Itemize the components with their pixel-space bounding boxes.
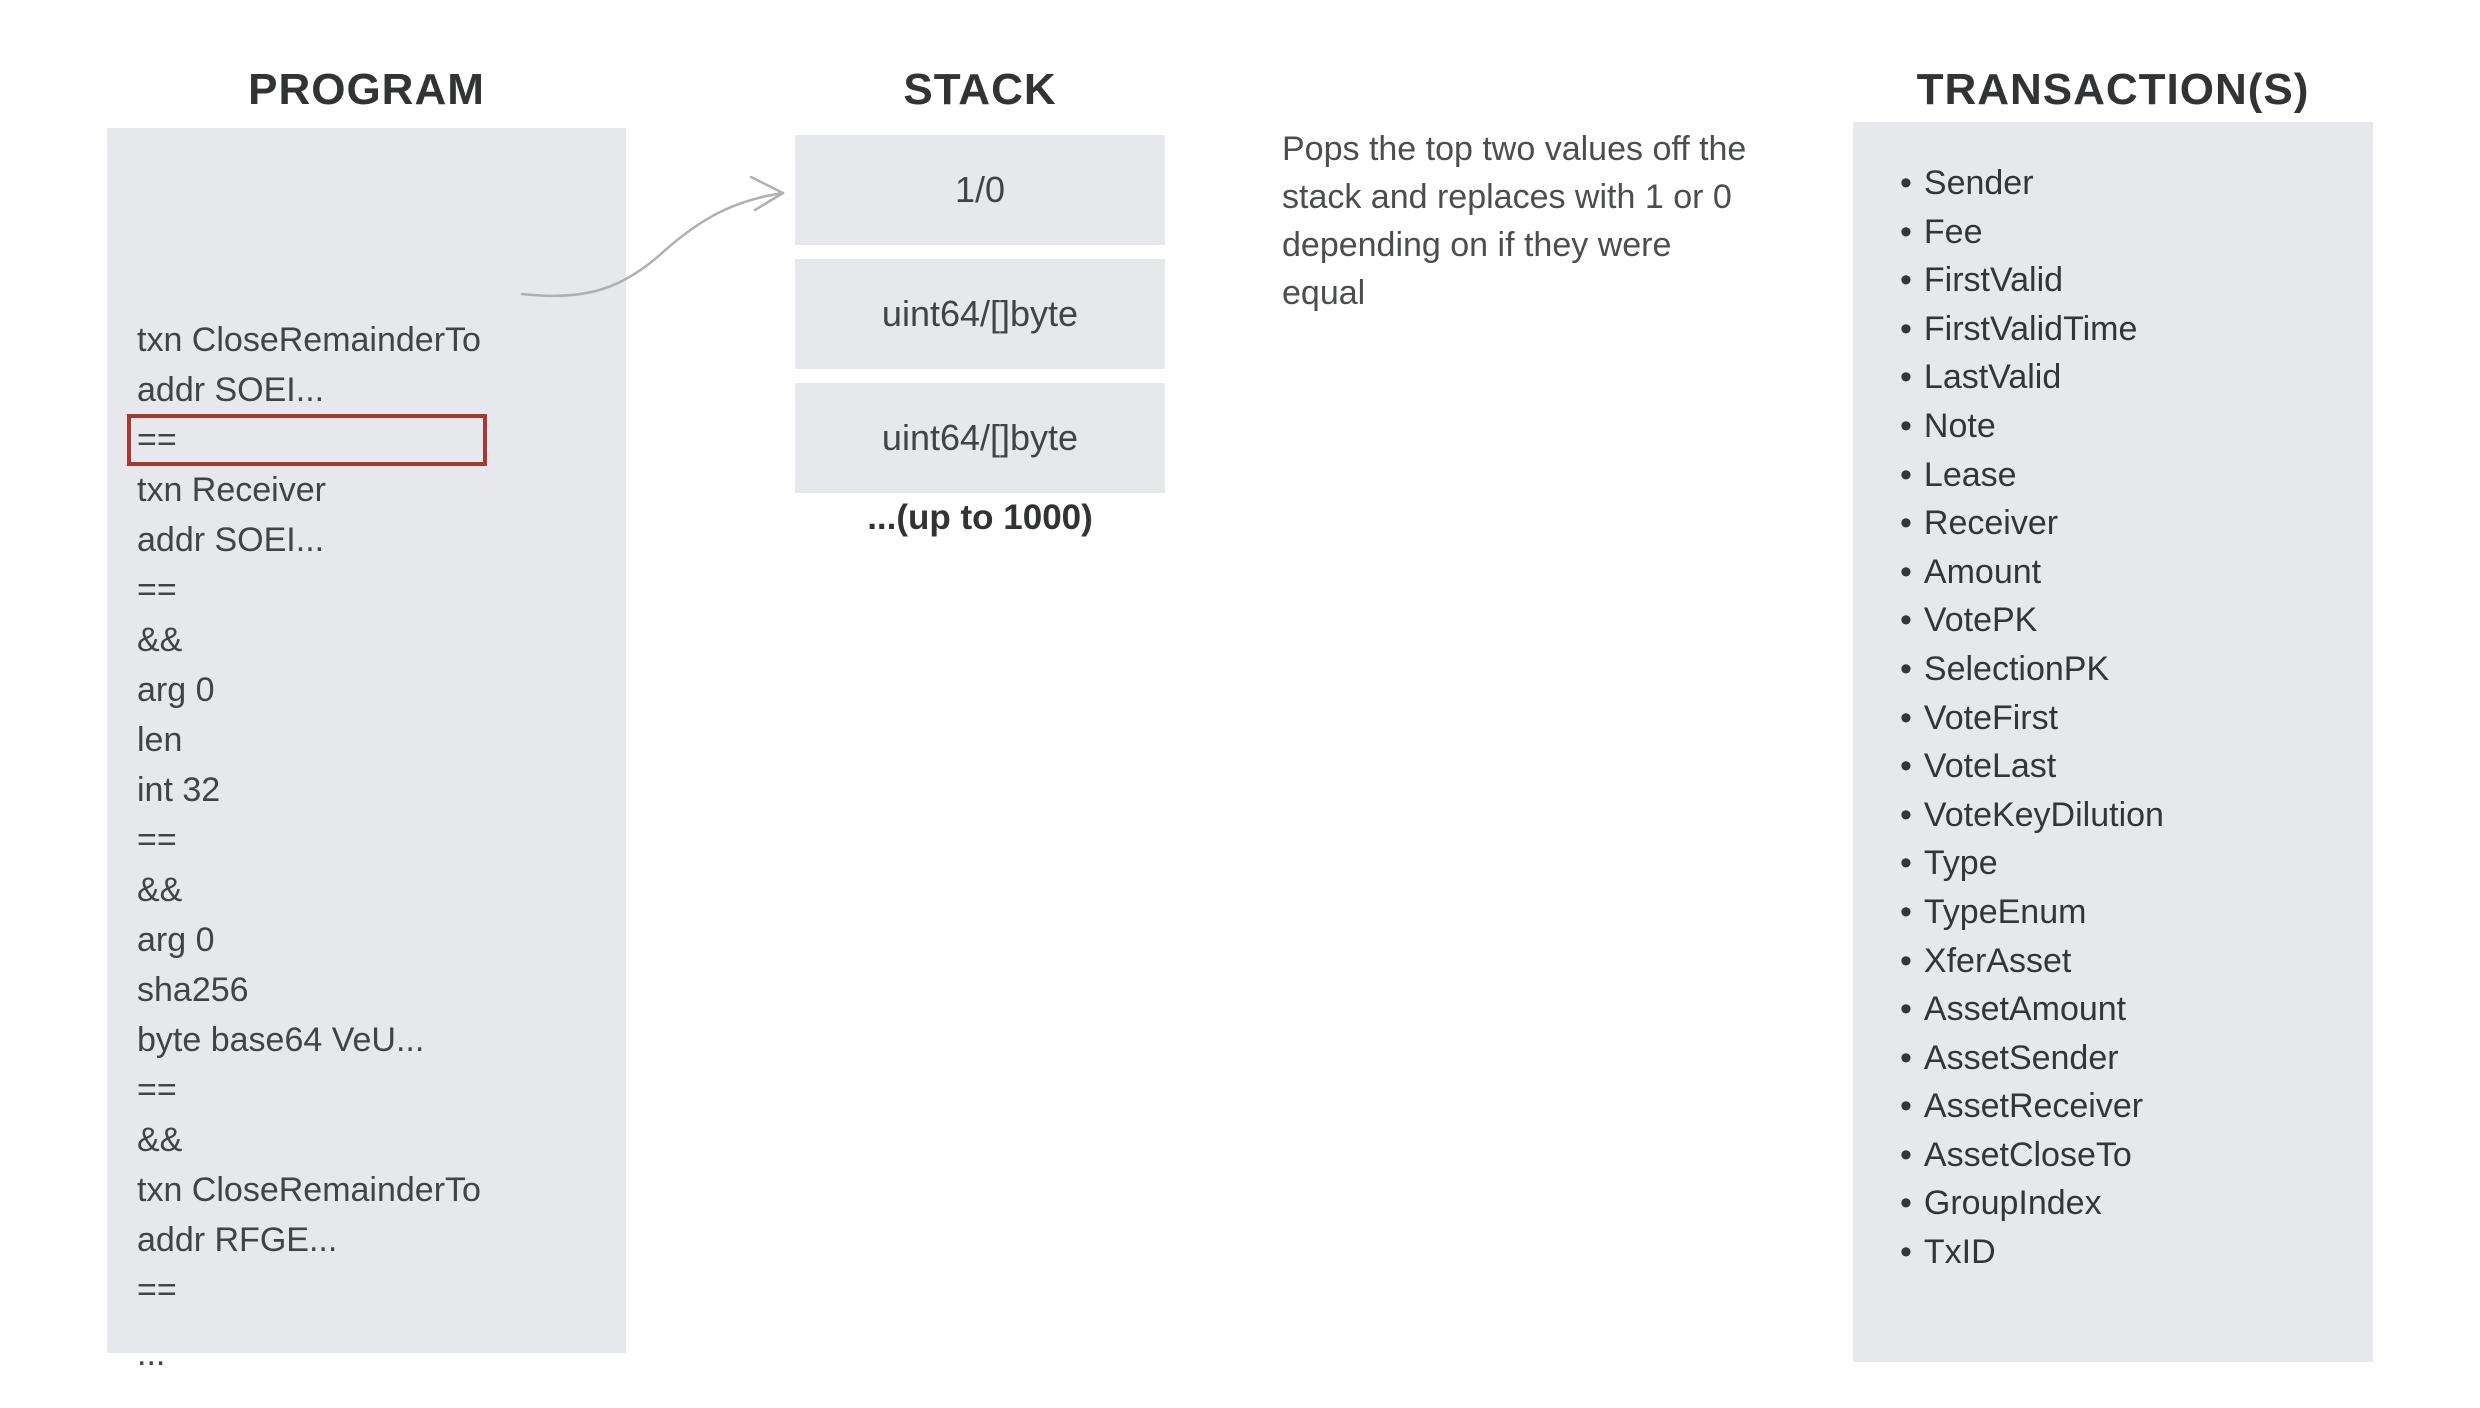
program-code-line: ==: [127, 414, 626, 466]
transaction-field-item: LastValid: [1900, 353, 2373, 402]
stack-overflow-note: ...(up to 1000): [867, 498, 1093, 537]
opcode-description: Pops the top two values off the stack and…: [1282, 125, 1762, 317]
program-code-line: txn CloseRemainderTo: [137, 1171, 481, 1209]
transaction-field-item: FirstValidTime: [1900, 305, 2373, 354]
transaction-field-item: AssetReceiver: [1900, 1082, 2373, 1131]
program-code-line: len: [137, 721, 183, 759]
transaction-field-item: VoteLast: [1900, 742, 2373, 791]
program-code-line: arg 0: [137, 671, 215, 709]
transaction-field-item: SelectionPK: [1900, 645, 2373, 694]
stack-slot-middle: uint64/[]byte: [795, 259, 1165, 369]
transaction-field-item: Note: [1900, 402, 2373, 451]
program-code-line: addr RFGE...: [137, 1221, 338, 1259]
program-code-line: arg 0: [137, 921, 215, 959]
program-column-title: PROGRAM: [248, 65, 485, 114]
opcode-description-line: depending on if they were equal: [1282, 226, 1672, 312]
program-code-line: sha256: [137, 971, 249, 1009]
program-panel: txn CloseRemainderTo addr SOEI... == txn Re…: [107, 128, 626, 1373]
transaction-field-item: AssetAmount: [1900, 985, 2373, 1034]
program-code-line: txn Receiver: [137, 471, 326, 509]
program-code-line: ==: [137, 1271, 177, 1309]
transaction-field-item: XferAsset: [1900, 937, 2373, 986]
program-code-line: ...: [137, 1335, 166, 1373]
program-code-line: addr SOEI...: [137, 371, 325, 409]
program-code-line: ==: [137, 571, 177, 609]
transaction-field-item: VotePK: [1900, 596, 2373, 645]
program-code-line: txn CloseRemainderTo: [137, 321, 481, 359]
transaction-field-item: Receiver: [1900, 499, 2373, 548]
opcode-description-line: Pops the top two values off the: [1282, 130, 1747, 168]
program-code-line: &&: [137, 621, 183, 659]
transaction-field-item: Type: [1900, 839, 2373, 888]
transaction-field-item: Amount: [1900, 548, 2373, 597]
opcode-description-line: stack and replaces with 1 or 0: [1282, 178, 1732, 216]
program-code-line: ==: [137, 821, 177, 859]
stack-column-title: STACK: [903, 65, 1057, 114]
program-code-line: ==: [137, 1071, 177, 1109]
transaction-field-item: VoteKeyDilution: [1900, 791, 2373, 840]
transactions-column-title: TRANSACTION(S): [1916, 65, 2310, 114]
transaction-field-item: TypeEnum: [1900, 888, 2373, 937]
transaction-field-item: Sender: [1900, 159, 2373, 208]
transaction-field-item: AssetSender: [1900, 1034, 2373, 1083]
program-code-line: byte base64 VeU...: [137, 1021, 425, 1059]
transaction-field-list: SenderFeeFirstValidFirstValidTimeLastVal…: [1853, 122, 2373, 1277]
program-code-line: &&: [137, 1121, 183, 1159]
transactions-panel: SenderFeeFirstValidFirstValidTimeLastVal…: [1853, 122, 2373, 1362]
transaction-field-item: VoteFirst: [1900, 694, 2373, 743]
transaction-field-item: FirstValid: [1900, 256, 2373, 305]
transaction-field-item: GroupIndex: [1900, 1179, 2373, 1228]
program-code-line: addr SOEI...: [137, 521, 325, 559]
transaction-field-item: Lease: [1900, 451, 2373, 500]
program-code-line: int 32: [137, 771, 221, 809]
program-code-line: &&: [137, 871, 183, 909]
transaction-field-item: Fee: [1900, 208, 2373, 257]
program-code-list: txn CloseRemainderTo addr SOEI... == txn Re…: [107, 128, 626, 1379]
stack-slot-top: 1/0: [795, 135, 1165, 245]
stack-slot-bottom: uint64/[]byte: [795, 383, 1165, 493]
transaction-field-item: AssetCloseTo: [1900, 1131, 2373, 1180]
transaction-field-item: TxID: [1900, 1228, 2373, 1277]
